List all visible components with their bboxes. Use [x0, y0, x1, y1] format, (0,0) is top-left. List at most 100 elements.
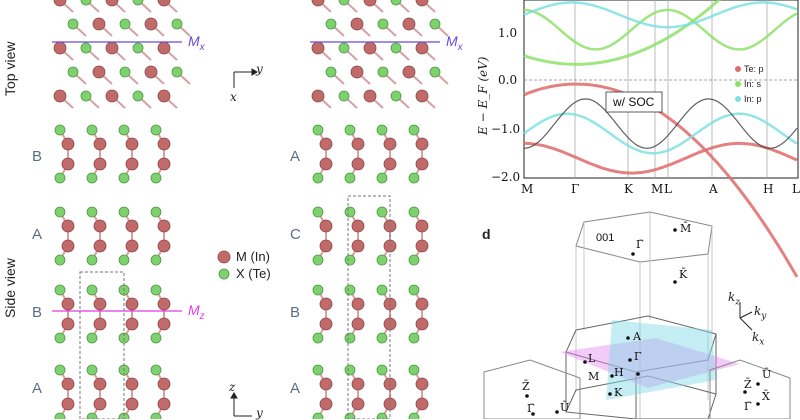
side-in-atom: [125, 377, 139, 391]
stack-left-4: A: [32, 380, 43, 397]
stack-right-3: B: [290, 304, 301, 321]
top-view-atom: [80, 0, 92, 6]
side-te-atom: [408, 206, 420, 218]
side-te-atom: [376, 364, 388, 376]
top-view-atom: [363, 89, 377, 103]
side-in-atom: [319, 317, 333, 331]
top-view-atom: [363, 0, 377, 7]
top-view-atom: [92, 65, 106, 79]
side-in-atom: [319, 397, 333, 411]
side-in-atom: [157, 157, 171, 171]
kpoint-A: A: [709, 182, 718, 196]
side-te-atom: [376, 412, 388, 419]
side-in-atom: [93, 377, 107, 391]
kpoint-H: H: [763, 182, 774, 196]
top-view-lattice-right: [311, 0, 449, 109]
top-view-lattice-left: [53, 0, 191, 109]
kpoint-M1: M: [521, 182, 534, 196]
bz-Ubar-right: Ū: [762, 368, 772, 381]
side-in-atom: [351, 137, 365, 151]
top-view-atom: [402, 17, 416, 31]
kpoint-L1: L: [664, 182, 672, 196]
side-in-atom: [93, 239, 107, 253]
side-in-atom: [319, 219, 333, 233]
side-te-atom: [376, 332, 388, 344]
side-te-atom: [54, 364, 66, 376]
top-view-atom: [132, 42, 144, 54]
side-in-atom: [319, 239, 333, 253]
side-in-atom: [93, 397, 107, 411]
side-in-atom: [383, 157, 397, 171]
top-view-atom: [92, 17, 106, 31]
kpoint-K: K: [624, 182, 633, 196]
side-te-atom: [118, 124, 130, 136]
bz-Gammabar-right: Γ̄: [744, 400, 752, 413]
side-te-atom: [86, 254, 98, 266]
side-in-atom: [351, 377, 365, 391]
band-ytick-3: −1.0: [491, 122, 521, 136]
stack-right-2: C: [290, 226, 301, 243]
side-te-atom: [312, 254, 324, 266]
side-te-atom: [150, 364, 162, 376]
bz-points: [525, 228, 760, 416]
stack-right-4: A: [290, 380, 301, 397]
mirror-z-label: Mz: [188, 302, 205, 322]
side-in-atom: [351, 157, 365, 171]
top-view-atom: [53, 0, 67, 7]
side-te-atom: [54, 172, 66, 184]
legend-in-label: M (In): [236, 249, 270, 264]
bz-Gammabar-left: Γ̄: [527, 402, 535, 415]
axes-top-view: [233, 68, 258, 88]
band-conduction-2: [523, 8, 798, 51]
side-in-atom: [157, 219, 171, 233]
bz-Xbar: X̄: [762, 390, 770, 403]
side-in-atom: [61, 239, 75, 253]
top-view-atom: [53, 89, 67, 103]
top-view-atom: [144, 17, 158, 31]
top-view-atom: [338, 90, 350, 102]
side-view-right: [312, 124, 429, 419]
legend-in-p: In: p: [744, 94, 762, 104]
side-surface-right: [709, 359, 791, 419]
side-in-atom: [415, 377, 429, 391]
band-conduction-3: [523, 1, 798, 29]
top-view-atom: [171, 18, 183, 30]
unit-cell-right: [347, 195, 391, 419]
top-view-atom: [350, 65, 364, 79]
top-view-atom: [338, 42, 350, 54]
side-te-atom: [376, 284, 388, 296]
legend-in-s: In: s: [744, 79, 762, 89]
side-in-atom: [61, 137, 75, 151]
top-view-atom: [390, 0, 402, 6]
side-in-atom: [157, 317, 171, 331]
side-te-atom: [408, 284, 420, 296]
top-view-atom: [132, 90, 144, 102]
mirror-x-label-right: Mx: [446, 33, 463, 53]
side-te-atom: [408, 254, 420, 266]
side-te-atom: [408, 332, 420, 344]
stack-left-3: B: [32, 304, 43, 321]
top-view-atom: [429, 18, 441, 30]
stack-left-1: B: [32, 148, 43, 165]
top-view-atom: [119, 66, 131, 78]
bz-Mbar: M̄: [680, 222, 692, 235]
legend-in-atom: [217, 250, 231, 264]
side-in-atom: [125, 317, 139, 331]
side-te-atom: [86, 412, 98, 419]
bz-H: H: [614, 366, 624, 379]
side-in-atom: [415, 397, 429, 411]
kpoint-M2: M: [651, 182, 664, 196]
bz-surface-label: 001: [596, 232, 615, 244]
top-view-atom: [80, 90, 92, 102]
side-te-atom: [312, 172, 324, 184]
side-in-atom: [415, 219, 429, 233]
side-in-atom: [415, 297, 429, 311]
k-axes: [739, 302, 753, 331]
bz-Gamma: Γ: [634, 350, 642, 363]
side-te-atom: [150, 124, 162, 136]
side-te-atom: [312, 412, 324, 419]
bz-Zbar-right: Z̄: [744, 378, 752, 391]
side-in-atom: [351, 317, 365, 331]
side-te-atom: [344, 172, 356, 184]
